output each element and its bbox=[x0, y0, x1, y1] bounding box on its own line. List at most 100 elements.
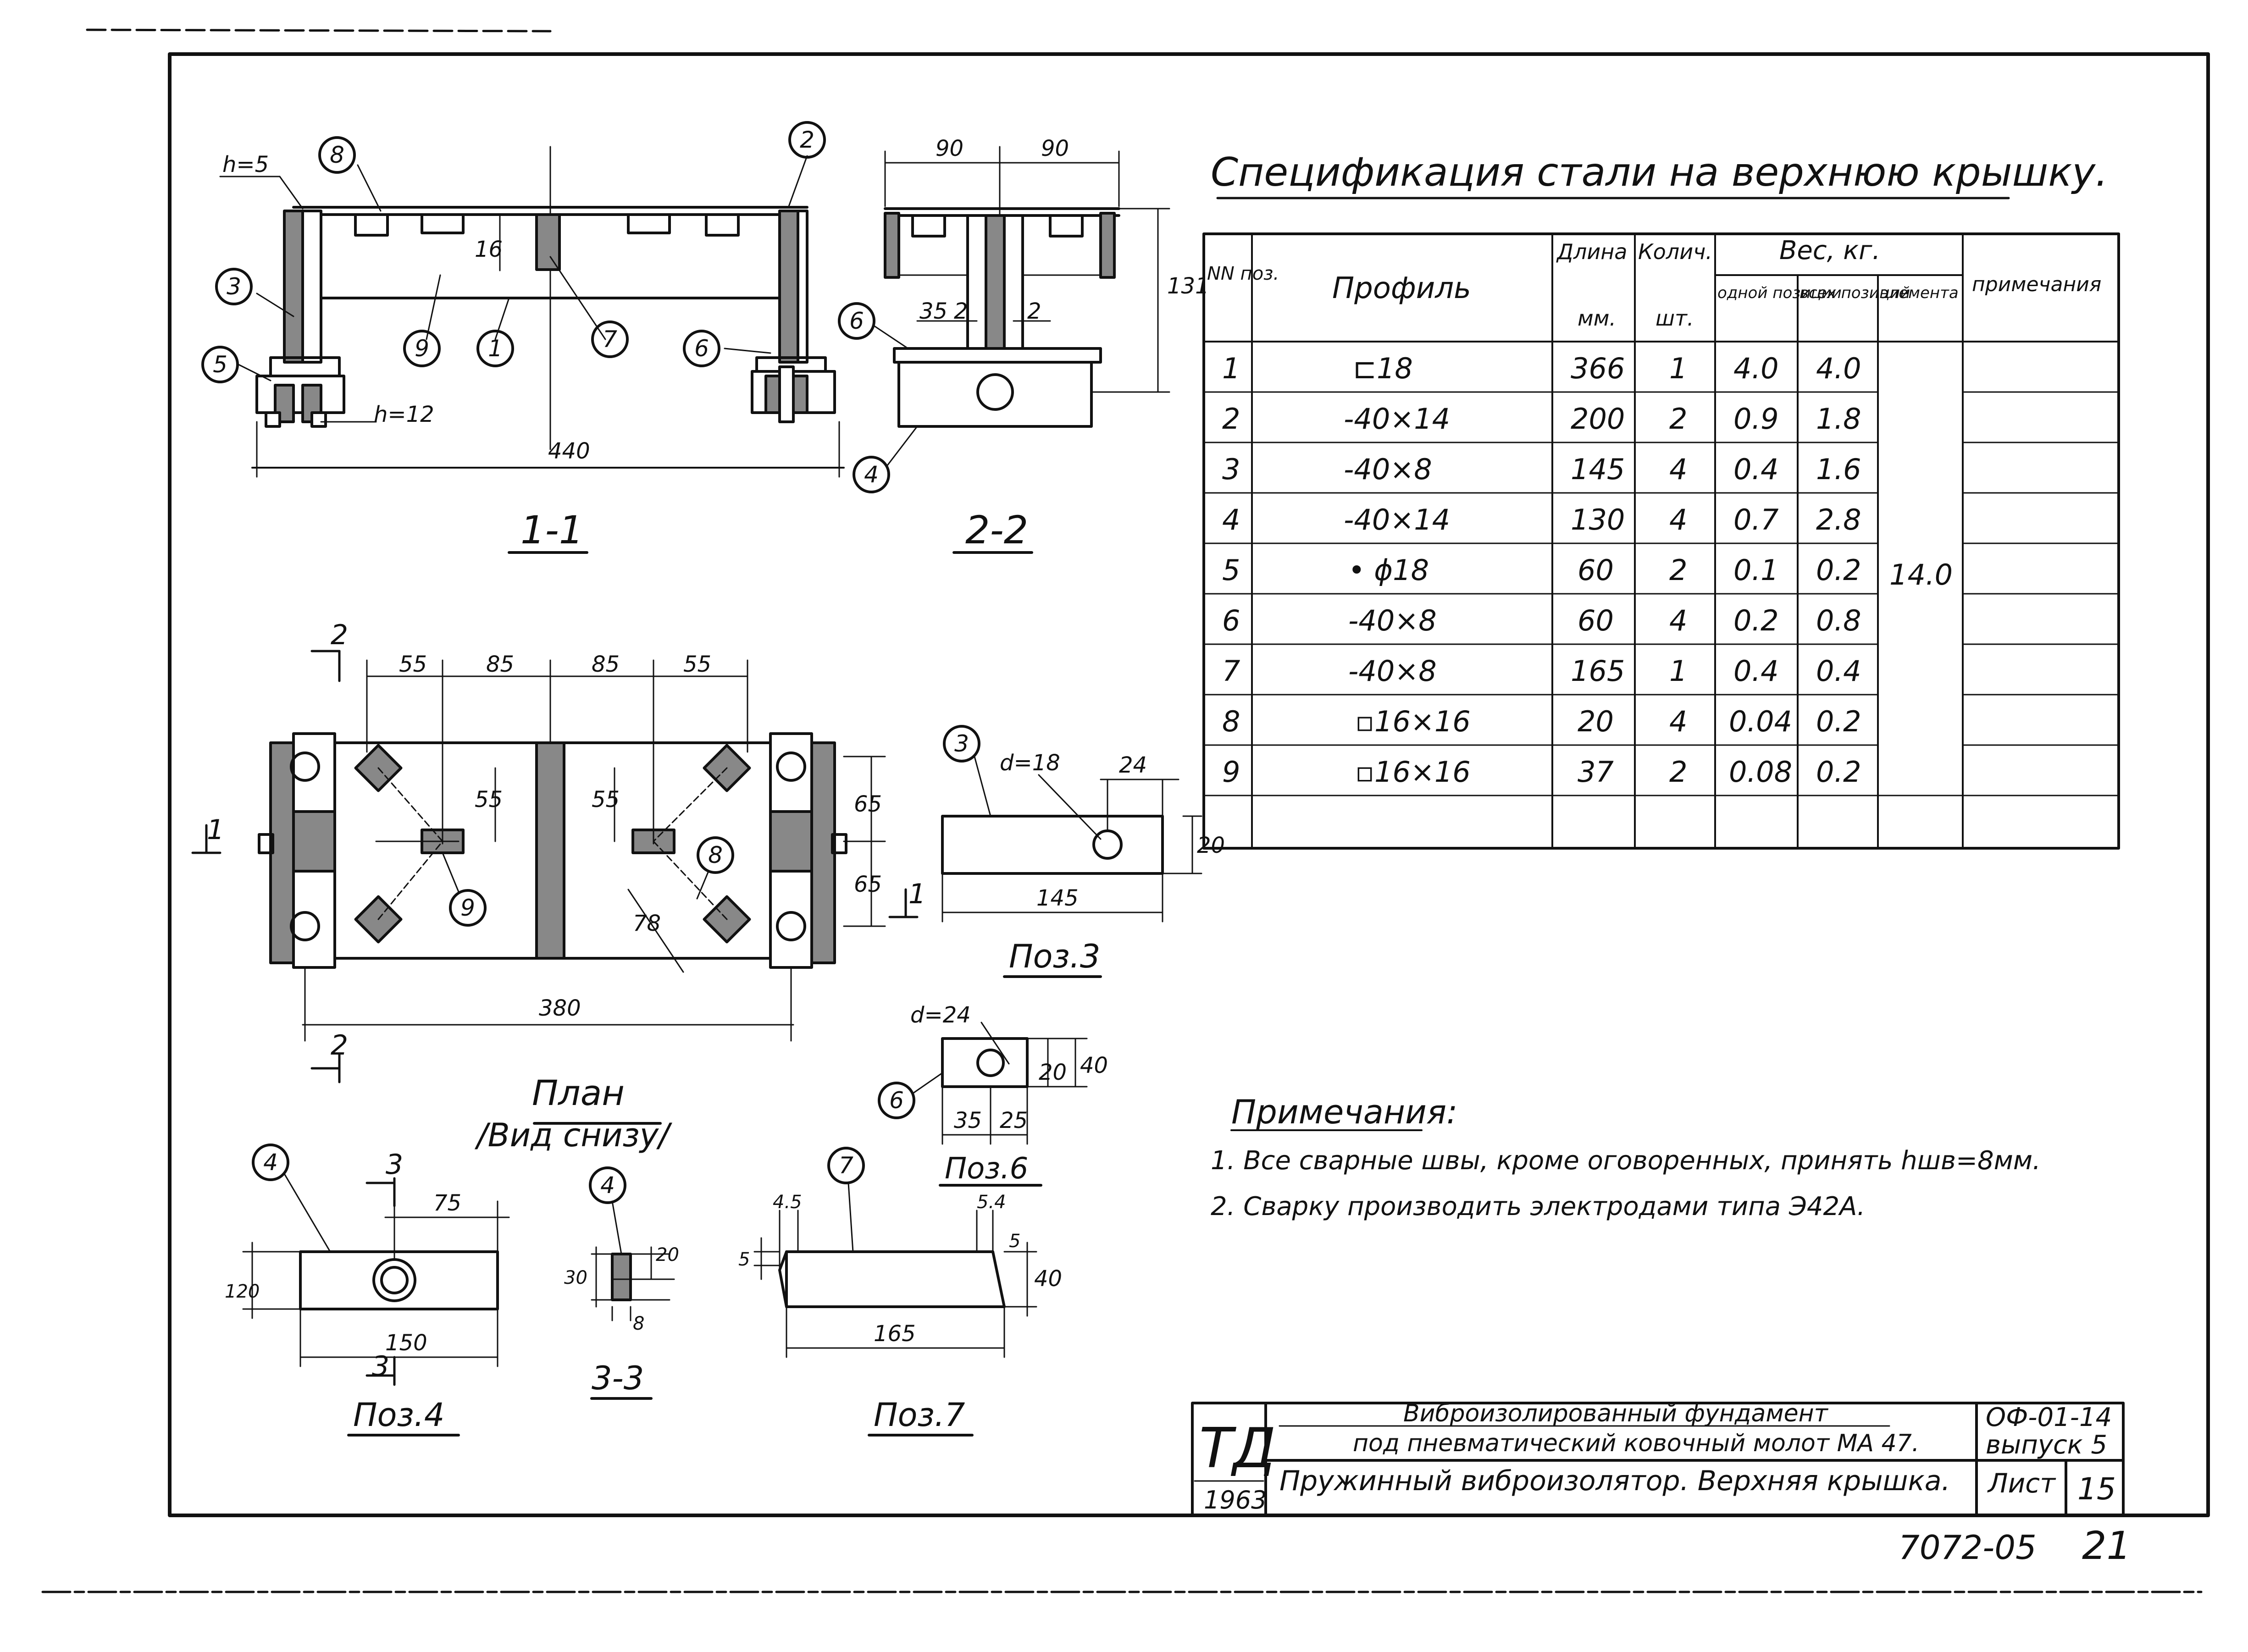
table-row-6-profile: -40×8 bbox=[1348, 604, 1437, 637]
dim-p6-25: 25 bbox=[1000, 1108, 1028, 1133]
sheet-frame bbox=[41, 28, 2210, 1593]
table-row-5-w-all: 0.2 bbox=[1816, 553, 1861, 587]
label-pos-3: Поз.3 bbox=[1009, 938, 1100, 975]
pos-6-view bbox=[878, 1022, 1088, 1187]
header-w-all: всех позиций bbox=[1800, 284, 1910, 302]
table-row-1-qty: 1 bbox=[1669, 352, 1687, 385]
title-block-desc-1: Виброизолированный фундамент bbox=[1403, 1400, 1829, 1427]
dim-plan-65a: 65 bbox=[854, 791, 882, 817]
table-row-8-length: 20 bbox=[1578, 705, 1614, 738]
table-row-2-length: 200 bbox=[1571, 402, 1625, 436]
callout-p3-3: 3 bbox=[954, 730, 969, 757]
table-row-8-w-all: 0.2 bbox=[1816, 705, 1861, 738]
table-row-7-w-one: 0.4 bbox=[1733, 654, 1779, 688]
callout-s22-6: 6 bbox=[849, 308, 864, 334]
dim-p4-75: 75 bbox=[433, 1190, 461, 1216]
callout-plan-9: 9 bbox=[460, 895, 475, 921]
dim-p3-d18: d=18 bbox=[1000, 750, 1060, 776]
table-row-6-w-all: 0.8 bbox=[1816, 604, 1861, 637]
callout-p7-7: 7 bbox=[839, 1152, 853, 1179]
label-section-2-2: 2-2 bbox=[965, 508, 1028, 553]
table-row-7-profile: -40×8 bbox=[1348, 654, 1437, 688]
table-row-6-length: 60 bbox=[1578, 604, 1614, 637]
table-row-9-qty: 2 bbox=[1669, 755, 1687, 789]
dim-p3-20: 20 bbox=[1197, 833, 1225, 858]
dim-s11-16: 16 bbox=[475, 237, 503, 262]
table-row-7-qty: 1 bbox=[1669, 654, 1687, 688]
dim-p6-d24: d=24 bbox=[910, 1002, 971, 1028]
table-row-4-w-one: 0.7 bbox=[1733, 503, 1779, 536]
table-row-3-w-one: 0.4 bbox=[1733, 453, 1779, 486]
dim-plan-85a: 85 bbox=[486, 652, 514, 677]
callout-1: 1 bbox=[488, 335, 503, 362]
table-row-6-w-one: 0.2 bbox=[1733, 604, 1779, 637]
notes-item-2: 2. Сварку производить электродами типа Э… bbox=[1211, 1192, 1865, 1221]
callout-6: 6 bbox=[694, 335, 709, 362]
table-row-9-length: 37 bbox=[1578, 755, 1614, 789]
label-plan: План bbox=[532, 1072, 625, 1113]
callout-9: 9 bbox=[415, 335, 429, 362]
dim-p7-5b: 5 bbox=[1009, 1231, 1020, 1252]
table-row-2-w-one: 0.9 bbox=[1733, 402, 1779, 436]
table-row-1-pos: 1 bbox=[1222, 352, 1240, 385]
pos-7-view bbox=[753, 1147, 1037, 1437]
header-weight: Вес, кг. bbox=[1779, 236, 1880, 265]
title-block-logo: ТД bbox=[1199, 1417, 1276, 1481]
table-row-4-profile: -40×14 bbox=[1344, 503, 1450, 536]
title-block-year: 1963 bbox=[1204, 1486, 1267, 1514]
section-3-3-view bbox=[589, 1166, 675, 1400]
label-pos-4: Поз.4 bbox=[353, 1396, 444, 1434]
dim-p4-120: 120 bbox=[225, 1281, 260, 1302]
notes-title: Примечания: bbox=[1231, 1093, 1457, 1131]
plan-view bbox=[191, 650, 919, 1125]
spec-table-rows: 1 ⊏18 366 1 4.0 4.0 2 -40×14 200 2 0.9 1… bbox=[1222, 352, 1953, 789]
dim-plan-65b: 65 bbox=[854, 872, 882, 897]
pos-3-view bbox=[941, 725, 1202, 978]
dim-p7-5a: 5 bbox=[738, 1249, 750, 1270]
table-row-3-profile: -40×8 bbox=[1344, 453, 1432, 486]
dim-s11-h12: h=12 bbox=[374, 402, 434, 427]
dim-p6-40: 40 bbox=[1080, 1053, 1108, 1078]
dim-p4-150: 150 bbox=[385, 1330, 427, 1356]
table-row-1-w-all: 4.0 bbox=[1816, 352, 1861, 385]
title-block-issue: выпуск 5 bbox=[1986, 1430, 2107, 1460]
dim-s22-90a: 90 bbox=[936, 136, 963, 161]
label-section-3-3: 3-3 bbox=[592, 1359, 644, 1397]
callout-3: 3 bbox=[227, 273, 241, 300]
title-block-desc-2: под пневматический ковочный молот МА 47. bbox=[1353, 1430, 1919, 1457]
dim-s22-2b: 2 bbox=[1027, 298, 1041, 324]
dim-s11-440: 440 bbox=[548, 438, 590, 464]
stamp-number: 7072-05 bbox=[1899, 1528, 2037, 1567]
dim-s33-20: 20 bbox=[656, 1244, 679, 1265]
table-row-7-length: 165 bbox=[1571, 654, 1625, 688]
callout-p4-4: 4 bbox=[263, 1149, 278, 1176]
table-row-4-pos: 4 bbox=[1222, 503, 1240, 536]
table-row-2-w-all: 1.8 bbox=[1816, 402, 1861, 436]
section-1-1-view bbox=[201, 121, 845, 554]
table-row-8-w-one: 0.04 bbox=[1729, 705, 1792, 738]
callout-p6-6: 6 bbox=[889, 1087, 904, 1114]
header-w-one: одной позиции bbox=[1717, 284, 1842, 302]
cut-mark-1-right: 1 bbox=[908, 878, 926, 910]
table-row-8-qty: 4 bbox=[1669, 705, 1687, 738]
header-w-elem: элемента bbox=[1880, 284, 1959, 302]
table-row-3-qty: 4 bbox=[1669, 453, 1687, 486]
title-block-grid bbox=[1191, 1402, 2125, 1517]
table-row-8-pos: 8 bbox=[1222, 705, 1240, 738]
pos-4-view bbox=[242, 1144, 510, 1437]
dim-plan-85b: 85 bbox=[592, 652, 620, 677]
table-row-8-profile: ▫16×16 bbox=[1355, 705, 1471, 738]
table-row-9-profile: ▫16×16 bbox=[1355, 755, 1471, 789]
title-block-code: ОФ-01-14 bbox=[1986, 1403, 2112, 1432]
view-labels: 1-1 2-2 План /Вид снизу/ Поз.3 Поз.6 Поз… bbox=[353, 508, 1100, 1434]
callout-7: 7 bbox=[603, 326, 617, 353]
table-row-5-qty: 2 bbox=[1669, 553, 1687, 587]
callout-s33-4: 4 bbox=[600, 1172, 615, 1199]
title-block-sheet-number: 15 bbox=[2077, 1471, 2116, 1507]
table-row-3-length: 145 bbox=[1571, 453, 1625, 486]
dim-p7-165: 165 bbox=[874, 1321, 916, 1347]
table-row-9-pos: 9 bbox=[1222, 755, 1240, 789]
title-block-sheet-label: Лист bbox=[1987, 1468, 2056, 1499]
dim-plan-78: 78 bbox=[633, 911, 661, 936]
